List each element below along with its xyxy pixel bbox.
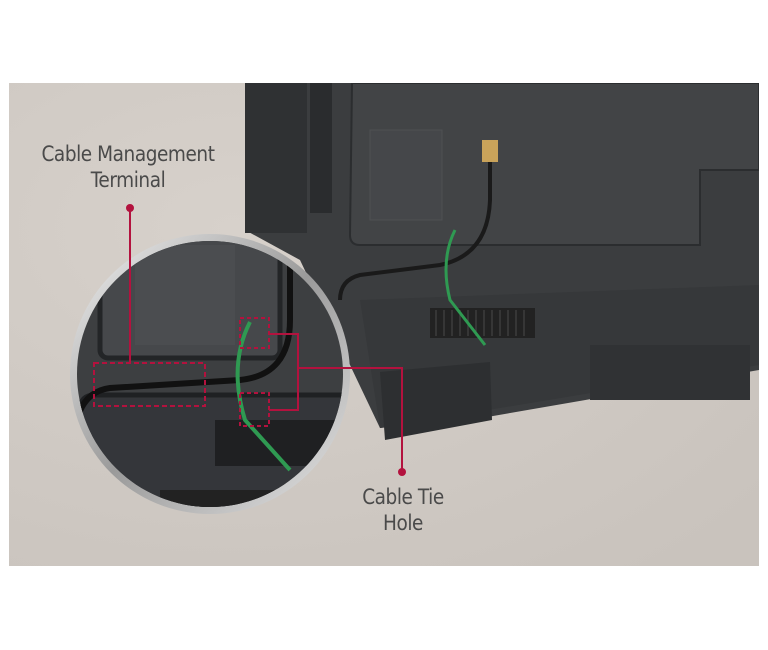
power-plug: [482, 140, 498, 162]
tv-upper-panel: [348, 83, 759, 246]
callout-dot-tie-hole: [398, 468, 406, 476]
callout-dot-terminal: [126, 204, 134, 212]
cable-management-terminal-label: Cable Management Terminal: [31, 141, 225, 193]
magnified-detail: [77, 241, 343, 507]
cable-tie: [444, 229, 487, 346]
stand-block: [380, 362, 492, 440]
label-line: Terminal: [90, 168, 166, 192]
power-cable: [338, 150, 492, 301]
tv-bezel: [245, 83, 307, 233]
terminal-dashed-box: [93, 362, 206, 407]
label-line: Hole: [383, 511, 423, 535]
vent: [430, 308, 535, 338]
cable-tie-hole-label: Cable Tie Hole: [333, 484, 474, 536]
label-line: Cable Management: [41, 142, 215, 166]
callout-lines: [93, 208, 403, 472]
label-line: Cable Tie: [362, 485, 444, 509]
